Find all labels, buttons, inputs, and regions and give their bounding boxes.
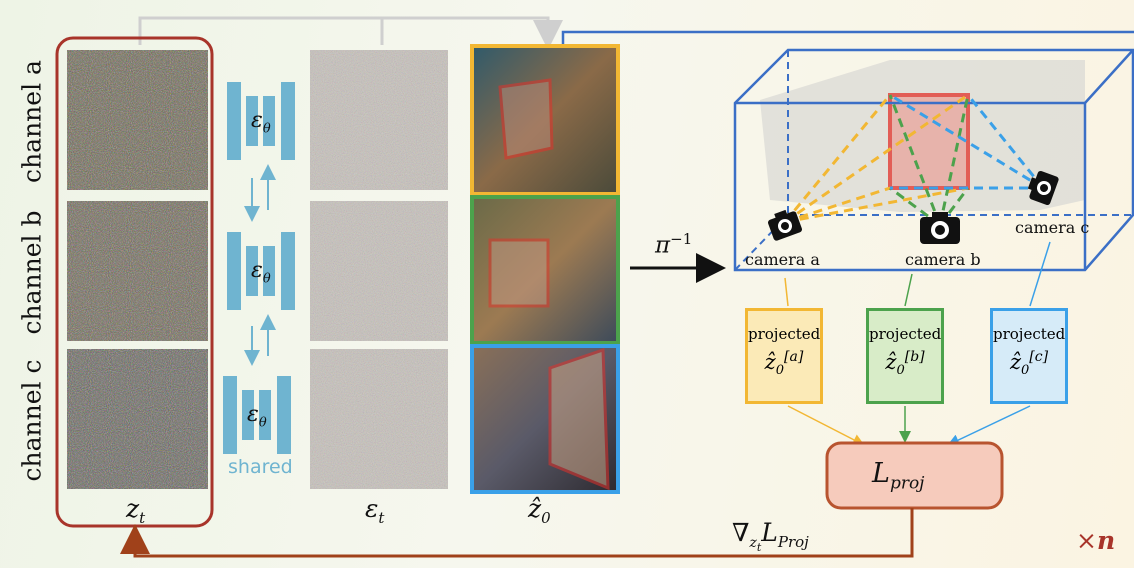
projected-c-var: ẑ0[c] bbox=[1009, 349, 1049, 379]
z0hat-label: ẑ0 bbox=[528, 494, 551, 527]
zt-images bbox=[67, 50, 208, 489]
cam-b-link bbox=[904, 273, 913, 307]
projected-b-var: ẑ0[b] bbox=[885, 349, 925, 379]
projected-box-a: projected ẑ0[a] bbox=[745, 308, 823, 404]
camera-b-label: camera b bbox=[905, 250, 981, 269]
eps-theta-label-b: εθ bbox=[251, 258, 271, 287]
projected-a-var: ẑ0[a] bbox=[764, 349, 804, 379]
proj-c-to-loss bbox=[947, 405, 1031, 446]
cam-c-link bbox=[1029, 241, 1051, 307]
cam-a-link bbox=[784, 277, 789, 307]
camera-c-label: camera c bbox=[1015, 218, 1090, 237]
projected-box-b: projected ẑ0[b] bbox=[866, 308, 944, 404]
eps-t-label: εt bbox=[365, 494, 385, 527]
z0hat-images bbox=[470, 44, 620, 494]
projected-box-c: projected ẑ0[c] bbox=[990, 308, 1068, 404]
eps-theta-label-a: εθ bbox=[251, 108, 271, 137]
zt-label: zt bbox=[126, 494, 146, 527]
loss-label: Lproj bbox=[872, 458, 925, 494]
gradient-feedback-arrow bbox=[120, 508, 914, 558]
times-n-label: ×n bbox=[1076, 526, 1116, 555]
pi-inverse-label: π−1 bbox=[655, 230, 693, 259]
unet-blocks bbox=[223, 82, 295, 454]
eps-theta-label-c: εθ bbox=[247, 402, 267, 431]
channel-a-label: channel a bbox=[17, 60, 47, 183]
shared-label: shared bbox=[228, 456, 293, 478]
projected-b-title: projected bbox=[869, 325, 942, 343]
camera-b-icon bbox=[920, 212, 960, 244]
unet-links bbox=[244, 164, 276, 366]
camera-a-label: camera a bbox=[745, 250, 820, 269]
proj-a-to-loss bbox=[787, 405, 865, 446]
loss-box bbox=[825, 441, 1004, 510]
scene-3d bbox=[733, 48, 1134, 272]
z0hat-to-scene-line bbox=[561, 30, 1134, 44]
gradient-label: ∇ztLProj bbox=[732, 518, 809, 554]
projected-c-title: projected bbox=[993, 325, 1066, 343]
projected-a-title: projected bbox=[748, 325, 821, 343]
camera-a-icon bbox=[767, 209, 803, 241]
top-connector-line bbox=[138, 16, 563, 50]
camera-c-icon bbox=[1027, 170, 1059, 206]
channel-c-label: channel c bbox=[17, 359, 47, 482]
eps-t-images bbox=[310, 50, 448, 489]
channel-b-label: channel b bbox=[17, 210, 47, 335]
